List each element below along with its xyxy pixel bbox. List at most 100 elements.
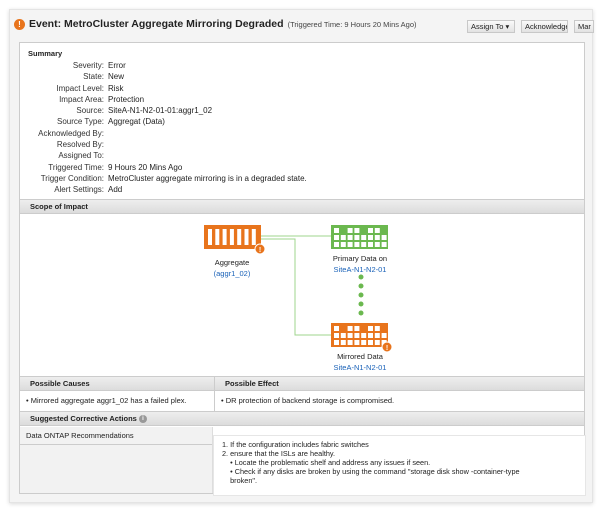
block-cell — [375, 326, 380, 331]
block-cell — [368, 228, 373, 233]
field-label: State: — [28, 71, 108, 82]
recommendation-line: 2. ensure that the ISLs are healthy. — [222, 449, 577, 458]
block-cell — [375, 340, 380, 345]
block-cell — [348, 235, 353, 240]
field-value[interactable]: SiteA-N1-N2-01-01:aggr1_02 — [108, 105, 212, 116]
block-cell — [348, 333, 353, 338]
block-cell — [361, 242, 366, 247]
corrective-actions-heading: Suggested Corrective Actions — [30, 414, 137, 423]
block-cell — [341, 235, 346, 240]
page-title: Event: MetroCluster Aggregate Mirroring … — [29, 18, 284, 30]
mirrored-label: Mirrored Data — [320, 351, 400, 362]
field-label: Source: — [28, 105, 108, 116]
block-cell — [375, 242, 380, 247]
link-dot — [359, 275, 364, 280]
field-value: New — [108, 71, 124, 82]
field-label: Impact Level: — [28, 83, 108, 94]
block-cell — [354, 340, 359, 345]
field-label: Impact Area: — [28, 94, 108, 105]
link-dot — [359, 293, 364, 298]
block-cell — [348, 228, 353, 233]
summary-field: Trigger Condition:MetroCluster aggregate… — [28, 173, 307, 184]
summary-field: Resolved By: — [28, 139, 307, 150]
event-header: ! Event: MetroCluster Aggregate Mirrorin… — [14, 18, 417, 30]
field-value: 9 Hours 20 Mins Ago — [108, 162, 182, 173]
block-cell — [354, 235, 359, 240]
field-label: Trigger Condition: — [28, 173, 108, 184]
disk-bar — [215, 229, 219, 245]
block-cell — [368, 340, 373, 345]
block-cell — [341, 340, 346, 345]
info-icon[interactable]: i — [139, 415, 147, 423]
scope-diagram: ! ! Aggregate (aggr1_02) Primary Data on… — [20, 215, 584, 377]
block-cell — [341, 242, 346, 247]
primary-link[interactable]: SiteA-N1-N2-01 — [320, 264, 400, 275]
summary-field: Source:SiteA-N1-N2-01-01:aggr1_02 — [28, 105, 307, 116]
summary-field: Triggered Time:9 Hours 20 Mins Ago — [28, 162, 307, 173]
block-cell — [341, 333, 346, 338]
block-cell — [348, 340, 353, 345]
tab-data-ontap-recommendations[interactable]: Data ONTAP Recommendations — [20, 427, 212, 445]
block-cell — [334, 235, 339, 240]
block-cell — [368, 235, 373, 240]
field-label: Triggered Time: — [28, 162, 108, 173]
possible-effect-item: • DR protection of backend storage is co… — [214, 391, 400, 411]
block-cell — [368, 326, 373, 331]
field-value: Protection — [108, 94, 144, 105]
block-cell — [334, 333, 339, 338]
field-value: Error — [108, 60, 126, 71]
disk-bar — [237, 229, 241, 245]
mirror-link-dots — [359, 275, 364, 316]
disk-bar — [223, 229, 227, 245]
field-label: Alert Settings: — [28, 184, 108, 195]
triggered-time: (Triggered Time: 9 Hours 20 Mins Ago) — [288, 20, 417, 29]
field-label: Resolved By: — [28, 139, 108, 150]
mirrored-data-icon: ! — [331, 323, 392, 352]
connector-lines — [261, 236, 331, 335]
disk-bar — [252, 229, 256, 245]
block-cell — [354, 242, 359, 247]
summary-field: State:New — [28, 71, 307, 82]
block-cell — [375, 333, 380, 338]
summary-field: Impact Area:Protection — [28, 94, 307, 105]
primary-data-icon — [331, 225, 388, 249]
block-cell — [361, 235, 366, 240]
aggregate-link[interactable]: (aggr1_02) — [202, 268, 262, 279]
block-cell — [375, 228, 380, 233]
block-cell — [334, 326, 339, 331]
assign-to-button[interactable]: Assign To ▾ — [467, 20, 515, 33]
field-label: Source Type: — [28, 116, 108, 127]
field-label: Assigned To: — [28, 150, 108, 161]
acknowledge-button[interactable]: Acknowledge — [521, 20, 568, 33]
mark-button[interactable]: Mar — [574, 20, 594, 33]
possible-cause-item: • Mirrored aggregate aggr1_02 has a fail… — [26, 395, 187, 406]
recommendation-line: • Locate the problematic shelf and addre… — [222, 458, 577, 467]
recommendation-line: 1. If the configuration includes fabric … — [222, 440, 577, 449]
summary-section: Summary Severity:ErrorState:NewImpact Le… — [28, 49, 307, 196]
recommendation-line: • Check if any disks are broken by using… — [222, 467, 577, 476]
field-label: Acknowledged By: — [28, 128, 108, 139]
block-cell — [354, 326, 359, 331]
block-cell — [382, 242, 387, 247]
recommendation-sidebar: Data ONTAP Recommendations — [20, 427, 213, 493]
scope-header: Scope of Impact — [20, 199, 584, 214]
block-cell — [375, 235, 380, 240]
possible-effect-header: Possible Effect — [214, 376, 584, 391]
field-value: Risk — [108, 83, 124, 94]
mirrored-link[interactable]: SiteA-N1-N2-01 — [320, 362, 400, 373]
svg-text:!: ! — [259, 247, 261, 254]
block-cell — [361, 340, 366, 345]
primary-label: Primary Data on — [320, 253, 400, 264]
aggregate-label: Aggregate — [202, 257, 262, 268]
block-cell — [334, 242, 339, 247]
field-label: Severity: — [28, 60, 108, 71]
link-dot — [359, 284, 364, 289]
field-value: Aggregat (Data) — [108, 116, 165, 127]
summary-heading: Summary — [28, 49, 307, 58]
recommendation-text: 1. If the configuration includes fabric … — [213, 435, 586, 496]
link-dot — [359, 311, 364, 316]
block-cell — [361, 333, 366, 338]
field-value[interactable]: Add — [108, 184, 122, 195]
block-cell — [382, 333, 387, 338]
block-cell — [348, 326, 353, 331]
